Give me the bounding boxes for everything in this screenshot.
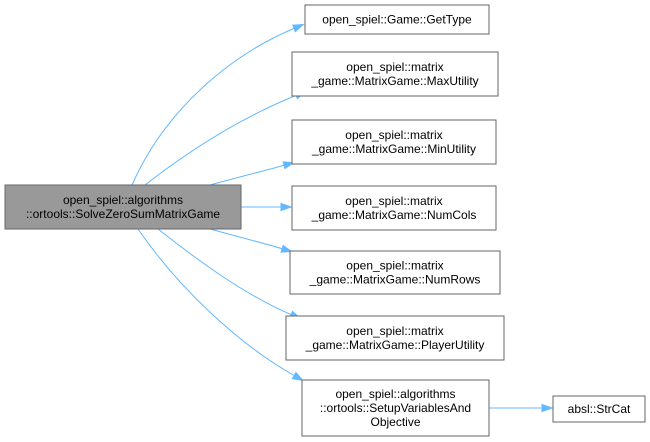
edge-line: [131, 27, 296, 186]
nodes-layer: open_spiel::algorithms::ortools::SolveZe…: [4, 4, 646, 437]
node-min-utility[interactable]: open_spiel::matrix_game::MatrixGame::Min…: [291, 119, 497, 165]
node-label-line: ::ortools::SetupVariablesAnd: [320, 401, 471, 415]
edge-root-to-max_utility: [144, 91, 307, 186]
node-box: [291, 185, 497, 231]
edge-root-to-setup_vars: [137, 228, 305, 382]
node-label-line: ::ortools::SolveZeroSumMatrixGame: [26, 207, 220, 221]
node-label-line: open_spiel::algorithms: [335, 387, 455, 401]
node-label-line: open_spiel::matrix: [345, 194, 442, 208]
node-box: [291, 51, 499, 97]
arrowhead-icon: [280, 202, 293, 212]
node-label-line: open_spiel::matrix: [346, 60, 443, 74]
node-label-line: open_spiel::matrix: [345, 128, 442, 142]
edge-line: [137, 228, 296, 377]
arrowhead-icon: [291, 371, 305, 382]
node-label-line: _game::MatrixGame::NumCols: [311, 208, 477, 222]
node-label-line: open_spiel::Game::GetType: [322, 13, 472, 27]
node-num-rows[interactable]: open_spiel::matrix_game::MatrixGame::Num…: [289, 250, 501, 295]
node-label-line: open_spiel::matrix: [346, 259, 443, 273]
node-box: [285, 315, 505, 361]
edge-root-to-num_rows: [209, 228, 294, 253]
node-box: [304, 4, 490, 35]
edge-root-to-min_utility: [209, 161, 296, 186]
edge-line: [157, 228, 293, 316]
node-label-line: open_spiel::algorithms: [63, 193, 183, 207]
edge-line: [209, 164, 286, 186]
arrowhead-icon: [280, 244, 294, 253]
node-root[interactable]: open_spiel::algorithms::ortools::SolveZe…: [4, 184, 242, 230]
edge-root-to-player_utility: [157, 228, 302, 320]
node-str-cat[interactable]: absl::StrCat: [552, 395, 646, 423]
node-label-line: Objective: [370, 415, 420, 429]
node-label-line: _game::MatrixGame::MaxUtility: [310, 74, 478, 88]
node-label-line: _game::MatrixGame::NumRows: [309, 273, 481, 287]
node-box: [4, 184, 242, 230]
node-max-utility[interactable]: open_spiel::matrix_game::MatrixGame::Max…: [291, 51, 499, 97]
edge-root-to-num_cols: [241, 202, 293, 212]
edge-root-to-get_type: [131, 23, 305, 186]
node-label-line: _game::MatrixGame::MinUtility: [311, 142, 476, 156]
node-setup-vars[interactable]: open_spiel::algorithms::ortools::SetupVa…: [301, 379, 490, 437]
node-num-cols[interactable]: open_spiel::matrix_game::MatrixGame::Num…: [291, 185, 497, 231]
node-label-line: _game::MatrixGame::PlayerUtility: [305, 338, 485, 352]
arrowhead-icon: [291, 23, 305, 33]
node-box: [301, 379, 490, 437]
node-box: [552, 395, 646, 423]
node-player-utility[interactable]: open_spiel::matrix_game::MatrixGame::Pla…: [285, 315, 505, 361]
node-box: [289, 250, 501, 295]
node-box: [291, 119, 497, 165]
edge-setup_vars-to-str_cat: [489, 403, 554, 413]
arrowhead-icon: [541, 403, 554, 413]
node-get-type[interactable]: open_spiel::Game::GetType: [304, 4, 490, 35]
arrowhead-icon: [282, 161, 296, 170]
edge-line: [209, 228, 284, 250]
edge-line: [144, 94, 298, 186]
node-label-line: open_spiel::matrix: [346, 324, 443, 338]
node-label-line: absl::StrCat: [568, 402, 631, 416]
